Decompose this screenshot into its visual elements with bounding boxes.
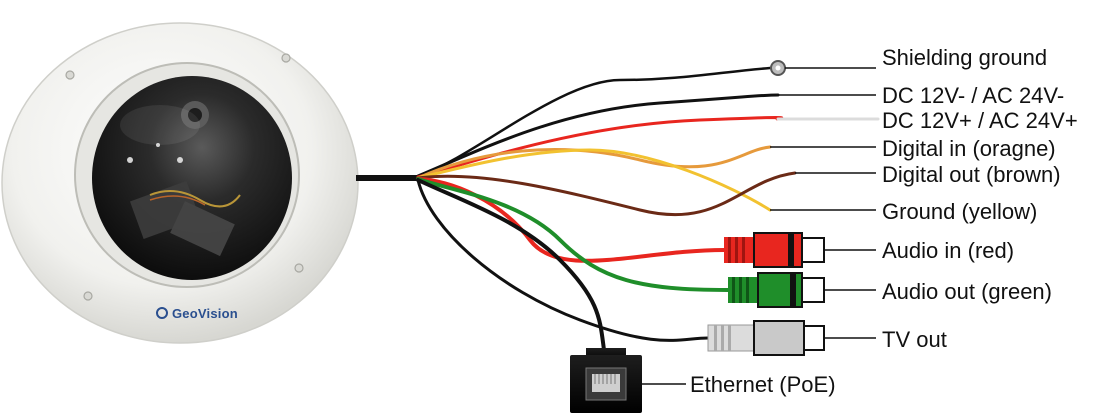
brand-logo-text: GeoVision [172,306,238,321]
tv-out-wire [416,178,710,342]
label-ethernet: Ethernet (PoE) [690,372,836,397]
digital-in-wire [416,145,772,180]
brand-logo-icon [156,307,168,319]
label-audio-in: Audio in (red) [882,238,1015,263]
digital-out-wire [416,171,797,217]
tv-out-connector [707,320,825,356]
label-ground: Ground (yellow) [882,199,1038,224]
leader-lines [642,67,876,385]
dome-camera [1,22,359,344]
screw-icon [281,53,291,63]
label-digital-in: Digital in (oragne) [882,136,1056,161]
shielding-ground-wire [416,66,772,178]
audio-out-connector [728,272,825,308]
label-audio-out: Audio out (green) [882,279,1052,304]
dc-minus-wire [416,93,780,178]
ethernet-rj45-connector [570,348,642,413]
screw-icon [65,70,75,80]
camera-internals [127,101,241,257]
audio-in-connector [724,232,825,268]
audio-out-wire [416,177,730,292]
ethernet-wire [416,178,606,352]
label-shielding-ground: Shielding ground [882,45,1048,70]
label-tv-out: TV out [882,327,947,352]
label-dc-plus: DC 12V+ / AC 24V+ [882,108,1078,133]
screw-icon [83,291,93,301]
label-digital-out: Digital out (brown) [882,162,1061,187]
audio-in-wire [416,177,726,263]
screw-icon [294,263,304,273]
label-dc-minus: DC 12V- / AC 24V- [882,83,1065,108]
wire-bundle [416,66,880,352]
ground-wire [416,148,772,212]
